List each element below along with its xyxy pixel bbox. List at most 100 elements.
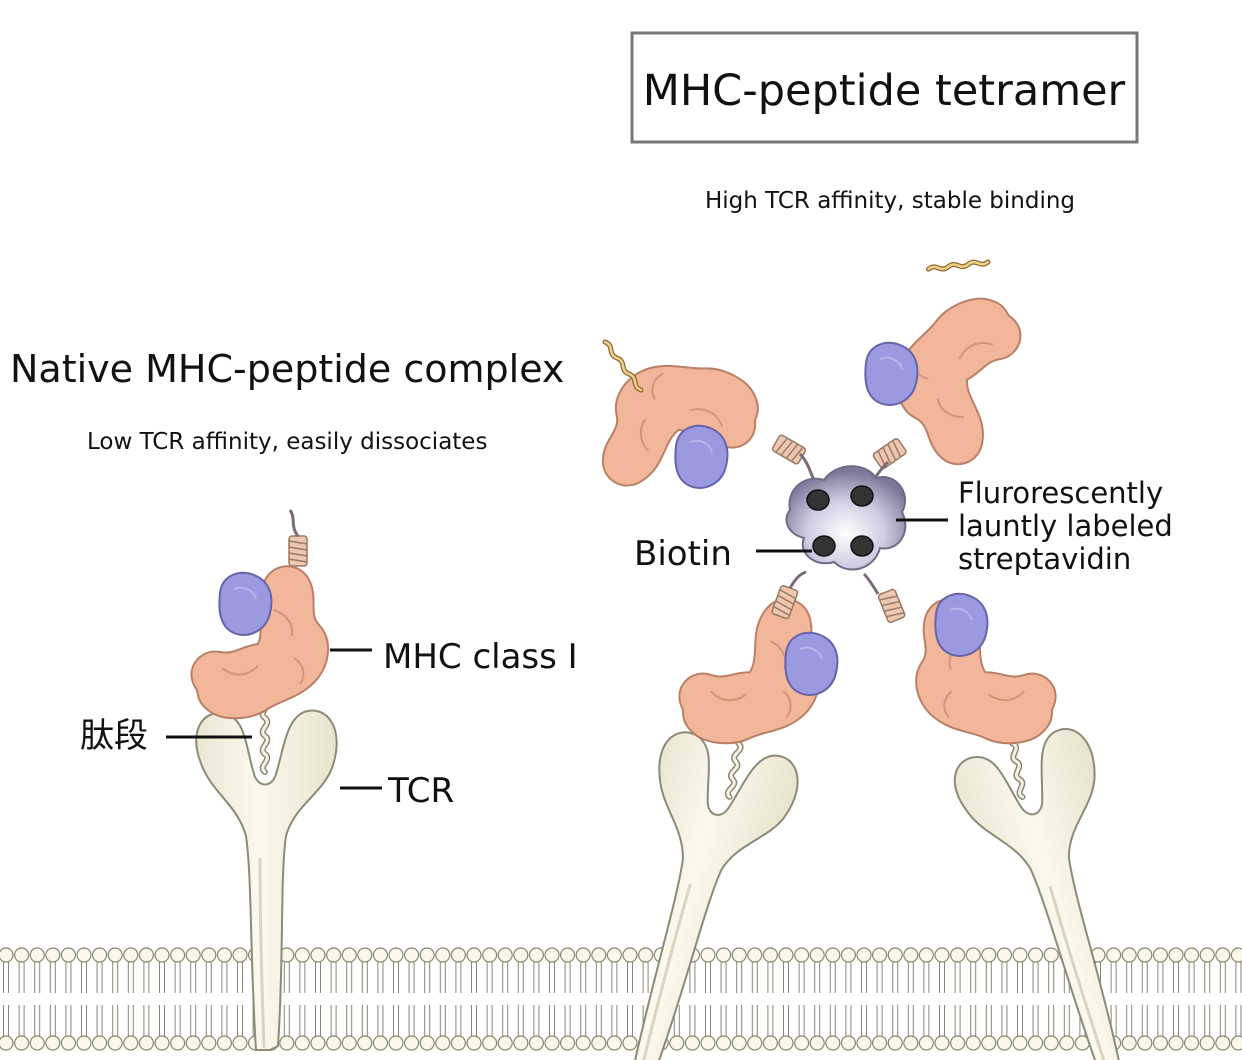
lipid-head <box>1215 947 1231 963</box>
lipid-head <box>965 1035 981 1051</box>
lipid-head <box>1012 1035 1028 1051</box>
lipid-head <box>170 947 186 963</box>
lipid-head <box>591 1035 607 1051</box>
lipid-head <box>1012 947 1028 963</box>
lipid-head <box>887 947 903 963</box>
lipid-head <box>279 1035 295 1051</box>
lipid-head <box>76 947 92 963</box>
tetramer <box>574 238 1179 1060</box>
lipid-head <box>1121 1035 1137 1051</box>
lipid-head <box>1168 1035 1184 1051</box>
lipid-head <box>575 947 591 963</box>
lipid-head <box>1152 1035 1169 1051</box>
lipid-head <box>778 947 794 963</box>
lipid-head <box>154 1035 170 1051</box>
lipid-head <box>60 947 77 963</box>
lipid-head <box>1027 947 1044 963</box>
lipid-head <box>762 947 779 963</box>
biotin-1 <box>806 489 830 511</box>
tetramer-title: MHC-peptide tetramer <box>643 66 1126 116</box>
lipid-head <box>684 1035 701 1051</box>
lipid-head <box>450 947 466 963</box>
lipid-head <box>419 947 435 963</box>
streptavidin-label-line-2: launtly labeled <box>958 509 1173 543</box>
lipid-head <box>606 1035 623 1051</box>
lipid-head <box>513 947 529 963</box>
lipid-head <box>871 1035 888 1051</box>
lipid-head <box>123 947 139 963</box>
lipid-head <box>949 1035 966 1051</box>
lipid-head <box>372 1035 388 1051</box>
lipid-head <box>232 1035 248 1051</box>
lipid-head <box>949 947 966 963</box>
lipid-head <box>1168 947 1184 963</box>
lipid-head <box>0 947 14 963</box>
streptavidin-label-line-1: Flurorescently <box>958 476 1163 510</box>
mhc-class-i-label: MHC class I <box>383 637 578 677</box>
lipid-head <box>793 1035 810 1051</box>
lipid-head <box>357 1035 373 1051</box>
lipid-head <box>326 947 342 963</box>
native-tail <box>288 509 300 537</box>
lipid-head <box>138 1035 154 1051</box>
streptavidin-label-line-3: streptavidin <box>958 542 1131 576</box>
lipid-head <box>388 1035 404 1051</box>
lipid-head <box>1137 947 1153 963</box>
lipid-head <box>825 947 841 963</box>
biotin-3 <box>812 535 836 557</box>
lipid-head <box>388 947 404 963</box>
lipid-head <box>809 947 825 963</box>
lipid-head <box>513 1035 529 1051</box>
lipid-head <box>715 1035 732 1051</box>
native-coil <box>288 535 308 567</box>
lipid-head <box>185 947 201 963</box>
lipid-head <box>996 1035 1013 1051</box>
lipid-head <box>903 947 919 963</box>
peptide-label: 肽段 <box>80 716 148 756</box>
lipid-head <box>778 1035 794 1051</box>
lipid-head <box>669 1035 685 1051</box>
lipid-head <box>934 1035 950 1051</box>
lipid-head <box>482 947 498 963</box>
native-title: Native MHC-peptide complex <box>10 347 564 391</box>
lipid-head <box>232 947 248 963</box>
lipid-head <box>14 1035 30 1051</box>
lipid-head <box>497 1035 513 1051</box>
lipid-head <box>981 947 997 963</box>
lipid-head <box>591 947 607 963</box>
lipid-head <box>60 1035 77 1051</box>
lipid-head <box>528 1035 545 1051</box>
lipid-head <box>91 1035 108 1051</box>
lipid-head <box>544 1035 560 1051</box>
lipid-head <box>107 947 123 963</box>
lipid-head <box>14 947 30 963</box>
tetramer-arm-upper-right <box>864 238 1058 483</box>
tetramer-arm-lower-left <box>672 570 839 797</box>
lipid-head <box>559 1035 576 1051</box>
lipid-head <box>934 947 950 963</box>
lipid-head <box>1043 947 1059 963</box>
lipid-head <box>497 947 513 963</box>
lipid-head <box>29 947 45 963</box>
lipid-head <box>123 1035 139 1051</box>
lipid-head <box>1199 947 1215 963</box>
lipid-head <box>1027 1035 1044 1051</box>
lipid-head <box>107 1035 123 1051</box>
tetramer-title-box <box>630 31 1139 144</box>
lipid-head <box>747 947 763 963</box>
lipid-head <box>825 1035 841 1051</box>
lipid-head <box>201 947 217 963</box>
native-subtitle: Low TCR affinity, easily dissociates <box>87 429 487 455</box>
lipid-head <box>0 1035 14 1051</box>
lipid-head <box>419 1035 435 1051</box>
lipid-head <box>544 947 560 963</box>
lipid-head <box>606 947 623 963</box>
lipid-head <box>310 947 326 963</box>
lipid-head <box>918 1035 935 1051</box>
lipid-head <box>404 947 420 963</box>
lipid-head <box>856 947 872 963</box>
lipid-head <box>435 1035 451 1051</box>
lipid-head <box>1199 1035 1215 1051</box>
native-complex <box>190 509 339 1052</box>
